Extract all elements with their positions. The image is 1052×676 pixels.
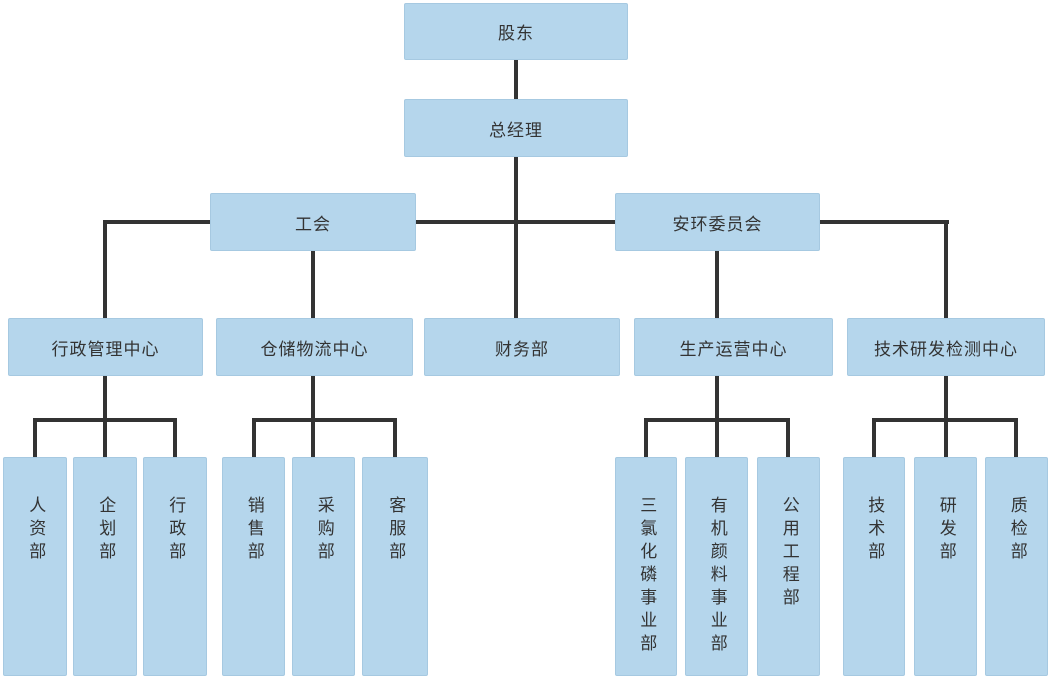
connector-gm-finance	[514, 157, 518, 318]
node-rd-dept: 研发部	[914, 457, 977, 676]
node-general-manager: 总经理	[404, 99, 628, 157]
connector-g4-bar	[872, 418, 1018, 422]
node-purchasing-dept-label: 采购部	[314, 496, 334, 565]
node-utility-engineering-dept-label: 公用工程部	[779, 496, 799, 611]
node-pcl3-division-label: 三氯化磷事业部	[637, 496, 657, 657]
node-hr-dept-label: 人资部	[26, 496, 46, 565]
connector-main-crossbar	[103, 220, 949, 224]
connector-drop-admin-center	[103, 220, 107, 318]
connector-g3-left-drop	[644, 418, 648, 457]
node-sales-dept-label: 销售部	[244, 496, 264, 565]
node-admin-dept-label: 行政部	[166, 496, 186, 565]
connector-g1-right-drop	[173, 418, 177, 457]
connector-g2-right-drop	[393, 418, 397, 457]
node-sales-dept: 销售部	[222, 457, 285, 676]
node-pcl3-division: 三氯化磷事业部	[615, 457, 677, 676]
node-customer-service-dept-label: 客服部	[386, 496, 406, 565]
connector-g4-right-drop	[1014, 418, 1018, 457]
node-organic-pigment-division: 有机颜料事业部	[685, 457, 748, 676]
node-finance-dept: 财务部	[424, 318, 620, 376]
connector-union-logistics	[311, 251, 315, 318]
connector-g2-bar	[252, 418, 397, 422]
connector-committee-production	[715, 251, 719, 318]
node-admin-dept: 行政部	[143, 457, 207, 676]
node-warehouse-logistics-center: 仓储物流中心	[216, 318, 413, 376]
node-technology-dept-label: 技术部	[865, 496, 885, 565]
node-labor-union: 工会	[210, 193, 416, 251]
node-organic-pigment-division-label: 有机颜料事业部	[707, 496, 727, 657]
connector-g4-stem	[944, 376, 948, 457]
connector-g2-left-drop	[252, 418, 256, 457]
node-purchasing-dept: 采购部	[292, 457, 355, 676]
connector-g4-left-drop	[872, 418, 876, 457]
node-production-operations-center: 生产运营中心	[634, 318, 833, 376]
connector-g1-stem	[103, 376, 107, 457]
node-rd-dept-label: 研发部	[936, 496, 956, 565]
node-customer-service-dept: 客服部	[362, 457, 428, 676]
node-admin-management-center: 行政管理中心	[8, 318, 203, 376]
connector-g3-right-drop	[786, 418, 790, 457]
node-planning-dept: 企划部	[73, 457, 137, 676]
node-safety-env-committee: 安环委员会	[615, 193, 820, 251]
connector-g1-left-drop	[33, 418, 37, 457]
node-planning-dept-label: 企划部	[96, 496, 116, 565]
node-technology-dept: 技术部	[843, 457, 905, 676]
connector-shareholders-gm	[514, 60, 518, 99]
node-quality-inspection-dept: 质检部	[985, 457, 1048, 676]
node-tech-rd-testing-center: 技术研发检测中心	[847, 318, 1045, 376]
connector-g2-stem	[311, 376, 315, 457]
connector-g1-bar	[33, 418, 177, 422]
connector-g3-stem	[715, 376, 719, 457]
node-quality-inspection-dept-label: 质检部	[1007, 496, 1027, 565]
connector-drop-tech-center	[944, 220, 948, 318]
node-utility-engineering-dept: 公用工程部	[757, 457, 820, 676]
connector-g3-bar	[644, 418, 790, 422]
node-hr-dept: 人资部	[3, 457, 67, 676]
node-shareholders: 股东	[404, 3, 628, 60]
